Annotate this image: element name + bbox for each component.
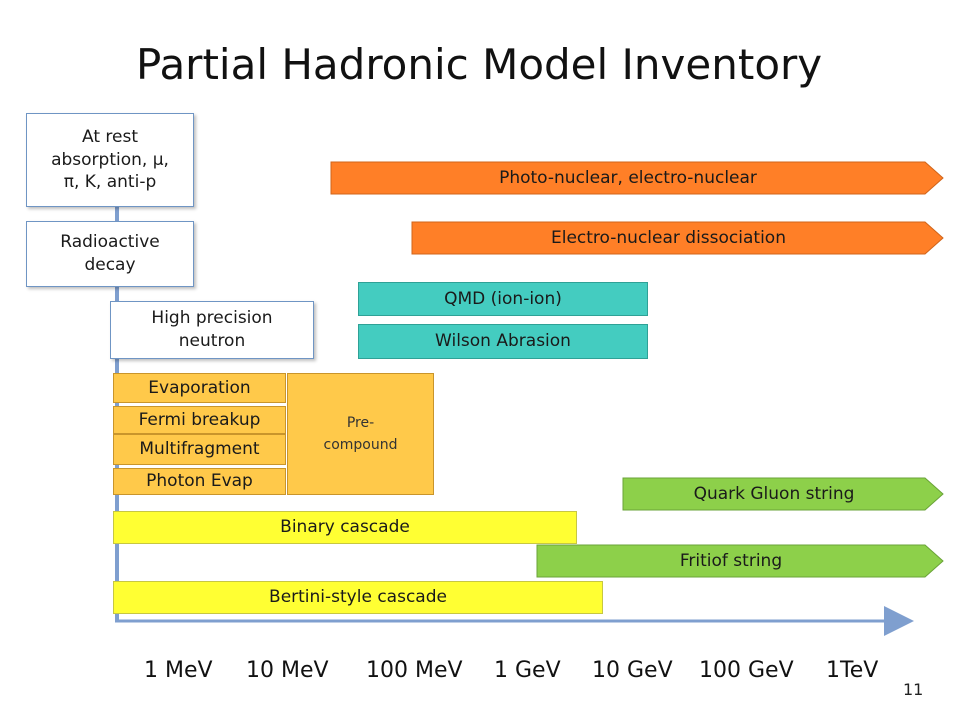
radioactive-decay-box: Radioactive decay (26, 221, 194, 287)
fermi-breakup-box: Fermi breakup (113, 406, 286, 434)
qmd-box: QMD (ion-ion) (358, 282, 648, 316)
bertini-cascade-box: Bertini-style cascade (113, 581, 603, 614)
tick-100mev: 100 MeV (366, 658, 463, 683)
fritiof-arrow (536, 544, 944, 578)
at-rest-absorption-box: At rest absorption, μ, π, K, anti-p (26, 113, 194, 207)
multifragment-label: Multifragment (139, 439, 260, 460)
tick-1gev: 1 GeV (494, 658, 561, 683)
wilson-label: Wilson Abrasion (435, 331, 571, 352)
radioactive-line1: Radioactive (60, 232, 160, 253)
wilson-abrasion-box: Wilson Abrasion (358, 324, 648, 359)
multifragment-box: Multifragment (113, 434, 286, 465)
photo-nuclear-label: Photo-nuclear, electro-nuclear (499, 167, 757, 188)
precompound-line1: Pre- (346, 414, 375, 431)
electro-nuclear-arrow (411, 221, 944, 255)
at-rest-line1: At rest (82, 126, 138, 147)
tick-1tev: 1TeV (826, 658, 879, 683)
tick-100gev: 100 GeV (699, 658, 794, 683)
qmd-label: QMD (ion-ion) (444, 288, 562, 309)
evaporation-box: Evaporation (113, 373, 286, 403)
photon-evap-label: Photon Evap (146, 471, 253, 492)
hp-neutron-line2: neutron (178, 331, 246, 351)
fermi-breakup-label: Fermi breakup (138, 409, 261, 430)
page-title: Partial Hadronic Model Inventory (136, 40, 823, 89)
electro-nuclear-label: Electro-nuclear dissociation (551, 227, 786, 248)
at-rest-line3: π, K, anti-p (63, 172, 157, 193)
bertini-label: Bertini-style cascade (269, 587, 447, 608)
evaporation-label: Evaporation (148, 377, 251, 398)
page-number: 11 (903, 680, 924, 699)
quark-gluon-label: Quark Gluon string (693, 483, 855, 504)
tick-10gev: 10 GeV (592, 658, 673, 683)
binary-cascade-label: Binary cascade (280, 517, 410, 538)
high-precision-neutron-box: High precision neutron (110, 301, 314, 359)
tick-10mev: 10 MeV (246, 658, 329, 683)
radioactive-line2: decay (84, 255, 136, 275)
photon-evap-box: Photon Evap (113, 468, 286, 495)
quark-gluon-arrow (622, 477, 944, 511)
binary-cascade-box: Binary cascade (113, 511, 577, 544)
fritiof-label: Fritiof string (679, 550, 783, 571)
precompound-line2: compound (323, 437, 398, 453)
precompound-box: Pre- compound (287, 373, 434, 495)
tick-1mev: 1 MeV (144, 658, 213, 683)
hp-neutron-line1: High precision (151, 308, 273, 329)
at-rest-line2: absorption, μ, (51, 149, 169, 170)
photo-nuclear-arrow (330, 161, 944, 195)
